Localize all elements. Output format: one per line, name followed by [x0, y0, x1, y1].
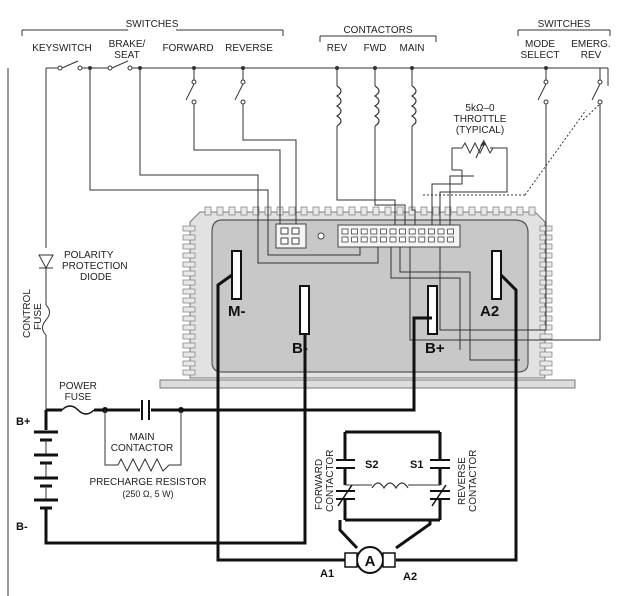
forward-switch-label: FORWARD [162, 43, 213, 54]
power-fuse-label-1: POWER [59, 381, 97, 392]
contactor-coils [335, 68, 417, 130]
controller-housing: M- B- B+ A2 [159, 206, 576, 389]
seat-label: SEAT [114, 50, 139, 61]
reverse-contactor-label-2: CONTACTOR [468, 450, 479, 512]
polarity-label-1: POLARITY [64, 250, 114, 261]
throttle-label: THROTTLE [454, 114, 507, 125]
heatsink-fins-left [182, 225, 196, 376]
battery-pack: B+ B- [16, 334, 307, 545]
forward-contactor-label-1: FORWARD [314, 459, 325, 510]
forward-contactor-label-2: CONTACTOR [325, 450, 336, 512]
fwd-contactor-label: FWD [364, 43, 387, 54]
terminal-b-plus-label: B+ [425, 340, 445, 357]
polarity-label-2: PROTECTION [62, 261, 128, 272]
battery-b-plus-label: B+ [16, 416, 30, 428]
brake-label: BRAKE/ [109, 39, 146, 50]
control-bus [7, 60, 609, 596]
precharge-label-1: PRECHARGE RESISTOR [89, 477, 206, 488]
mode-label: MODE [525, 39, 555, 50]
switches-left-title: SWITCHES [126, 19, 179, 30]
emerg-label: EMERG. [571, 39, 610, 50]
s2-label: S2 [365, 459, 378, 471]
polarity-diode: POLARITY PROTECTION DIODE [38, 250, 128, 305]
contactors-title: CONTACTORS [343, 25, 412, 36]
select-label: SELECT [521, 50, 560, 61]
keyswitch-label: KEYSWITCH [32, 43, 91, 54]
main-contactor-label-2: CONTACTOR [111, 443, 173, 454]
main-contactor-coil-label: MAIN [400, 43, 425, 54]
throttle-potentiometer: 5kΩ–0 THROTTLE (TYPICAL) [451, 103, 507, 171]
throttle-typical-label: (TYPICAL) [456, 125, 504, 136]
power-path: POWER FUSE MAIN CONTACTOR PRECHARGE RESI… [46, 316, 432, 499]
throttle-range-label: 5kΩ–0 [465, 103, 495, 114]
control-fuse-label-1: CONTROL [22, 289, 33, 338]
rev-contactor-label: REV [327, 43, 348, 54]
emerg-rev-label: REV [581, 50, 602, 61]
control-fuse: CONTROL FUSE [22, 289, 50, 410]
field-winding [371, 482, 409, 490]
terminal-b-plus-bar [427, 285, 438, 335]
switches-right-title: SWITCHES [538, 19, 591, 30]
motor-a-label: A [365, 553, 376, 570]
s1-label: S1 [410, 459, 423, 471]
terminal-b-minus-bar [299, 285, 310, 335]
terminal-m-minus-label: M- [228, 303, 246, 320]
polarity-label-3: DIODE [80, 272, 112, 283]
precharge-resistor [117, 410, 182, 473]
control-wires [89, 68, 601, 361]
battery-b-minus-label: B- [16, 521, 28, 533]
terminal-m-minus-bar [231, 250, 242, 300]
contactor-bridge: S2 S1 FORWARD CONTACTOR REVERSE CONTACTO… [314, 430, 479, 522]
connector-pins [341, 228, 455, 243]
precharge-label-2: (250 Ω, 5 W) [122, 489, 173, 499]
control-fuse-label-2: FUSE [33, 303, 44, 330]
motor-a1-label: A1 [320, 568, 334, 580]
main-contactor-label-1: MAIN [130, 432, 155, 443]
terminal-a2-label: A2 [480, 303, 499, 320]
motor-a2-label: A2 [403, 571, 417, 583]
terminal-a2-bar [491, 250, 502, 300]
power-fuse [61, 405, 95, 415]
reverse-switch-label: REVERSE [225, 43, 273, 54]
reverse-contactor-label-1: REVERSE [457, 457, 468, 505]
power-fuse-label-2: FUSE [65, 392, 92, 403]
